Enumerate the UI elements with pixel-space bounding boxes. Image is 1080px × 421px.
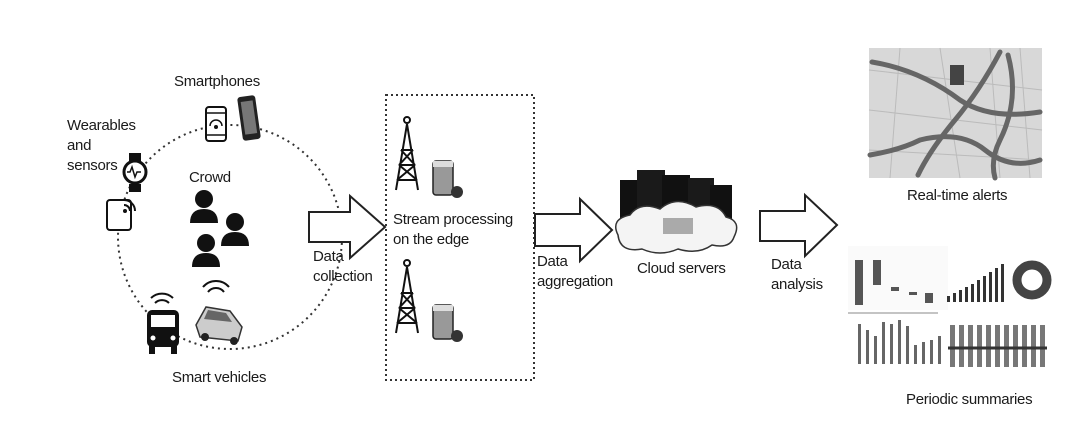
data-aggregation-arrow — [534, 196, 614, 264]
smartphones-label: Smartphones — [174, 73, 260, 90]
car-icon — [195, 280, 243, 345]
wearables-label-line3: sensors — [67, 157, 118, 174]
cell-tower-icon — [395, 259, 419, 334]
data-analysis-label-line1: Data — [771, 256, 802, 273]
traffic-map-image — [867, 47, 1043, 181]
bus-icon — [147, 292, 179, 354]
summary-charts-image — [848, 246, 1052, 367]
data-aggregation-label-line2: aggregation — [537, 273, 613, 290]
rfid-tag-icon — [106, 199, 136, 231]
smart-vehicles-label: Smart vehicles — [172, 369, 267, 386]
smartwatch-icon — [122, 153, 148, 192]
crowd-icon — [190, 190, 249, 267]
smartphone-icon — [205, 106, 227, 142]
wearables-label-line1: Wearables — [67, 117, 136, 134]
crowd-label: Crowd — [189, 169, 231, 186]
real-time-alerts-label: Real-time alerts — [907, 187, 1008, 204]
edge-label-line2: on the edge — [393, 231, 469, 248]
data-analysis-arrow — [759, 192, 839, 259]
cell-tower-icon — [395, 116, 419, 191]
cloud-servers-icon — [615, 170, 738, 254]
cloud-servers-label: Cloud servers — [637, 260, 726, 277]
data-collection-label-line2: collection — [313, 268, 373, 285]
data-aggregation-label-line1: Data — [537, 253, 568, 270]
edge-server-icon — [432, 304, 463, 342]
periodic-summaries-label: Periodic summaries — [906, 391, 1033, 408]
edge-server-icon — [432, 160, 463, 198]
data-analysis-label-line2: analysis — [771, 276, 823, 293]
data-collection-label-line1: Data — [313, 248, 344, 265]
edge-label-line1: Stream processing — [393, 211, 513, 228]
data-collection-arrow — [308, 193, 387, 261]
wearables-label-line2: and — [67, 137, 92, 154]
smartphone-dark-icon — [237, 95, 261, 141]
